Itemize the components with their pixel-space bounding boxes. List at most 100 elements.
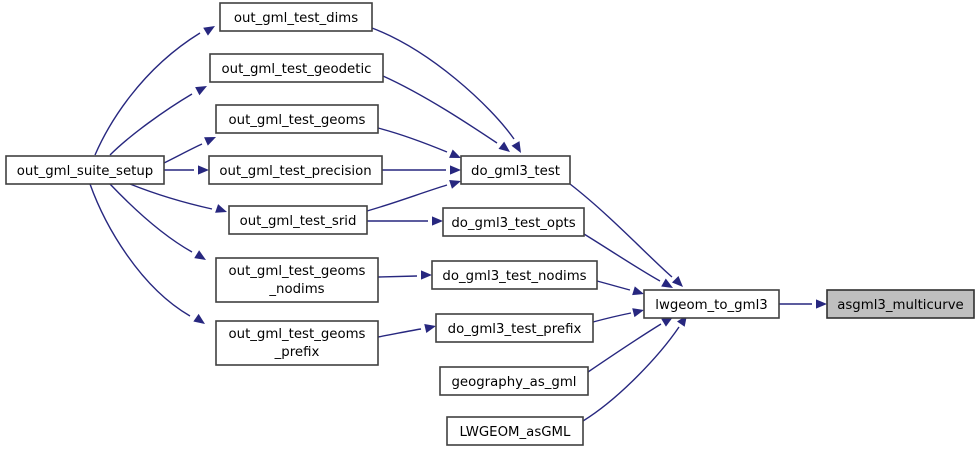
call-edge-out_gml_test_precision-to-do_gml3_test: [382, 165, 461, 175]
node-box-highlighted[interactable]: [826, 289, 975, 319]
arrowhead-icon: [432, 216, 443, 226]
edge-line: [587, 323, 662, 373]
node-box[interactable]: [228, 205, 368, 235]
node-label: out_gml_suite_setup: [17, 164, 153, 179]
edge-line: [583, 233, 661, 282]
call-edge-do_gml3_test_opts-to-lwgeom_to_gml3: [583, 233, 673, 288]
call-edge-out_gml_suite_setup-to-out_gml_test_dims: [94, 26, 215, 156]
node-box[interactable]: [460, 155, 571, 185]
arrowhead-icon: [632, 308, 644, 318]
arrowhead-icon: [450, 165, 461, 175]
node-box[interactable]: [446, 416, 584, 446]
arrowhead-icon: [421, 270, 432, 280]
arrowhead-icon: [424, 323, 436, 333]
graph-node-asgml3_multicurve[interactable]: asgml3_multicurve: [826, 289, 975, 319]
call-edge-out_gml_suite_setup-to-out_gml_test_srid: [129, 183, 227, 213]
edge-line: [163, 143, 203, 164]
node-label: do_gml3_test_prefix: [448, 322, 582, 337]
edge-line: [377, 127, 448, 153]
arrowhead-icon: [632, 286, 644, 296]
graph-node-out_gml_test_geoms[interactable]: out_gml_test_geoms: [215, 104, 379, 134]
node-label: lwgeom_to_gml3: [655, 298, 767, 313]
edge-line: [371, 27, 515, 140]
call-edge-out_gml_test_geoms_nodims-to-do_gml3_test_nodims: [377, 270, 432, 280]
graph-node-do_gml3_test[interactable]: do_gml3_test: [460, 155, 571, 185]
edge-line: [109, 183, 193, 253]
arrowhead-icon: [449, 180, 461, 189]
graph-node-do_gml3_test_nodims[interactable]: do_gml3_test_nodims: [431, 260, 598, 290]
arrowhead-icon: [195, 86, 207, 96]
graph-node-do_gml3_test_opts[interactable]: do_gml3_test_opts: [442, 207, 585, 237]
arrowhead-icon: [449, 149, 461, 158]
call-edge-out_gml_test_geoms-to-do_gml3_test: [377, 127, 461, 158]
node-label: LWGEOM_asGML: [460, 425, 571, 440]
node-box[interactable]: [215, 257, 379, 303]
node-box[interactable]: [435, 313, 594, 343]
call-edge-lwgeom_to_gml3-to-asgml3_multicurve: [779, 299, 827, 309]
graph-node-out_gml_test_srid[interactable]: out_gml_test_srid: [228, 205, 368, 235]
call-edge-out_gml_test_geoms_prefix-to-do_gml3_test_prefix: [377, 323, 436, 338]
call-edge-out_gml_test_srid-to-do_gml3_test: [366, 180, 461, 212]
node-box[interactable]: [215, 320, 379, 366]
edge-line: [592, 312, 632, 323]
graph-node-out_gml_test_geoms_prefix[interactable]: out_gml_test_geoms_prefix: [215, 320, 379, 366]
graph-node-out_gml_test_geodetic[interactable]: out_gml_test_geodetic: [209, 53, 384, 83]
arrowhead-icon: [204, 137, 216, 146]
arrowhead-icon: [203, 26, 215, 36]
call-edge-do_gml3_test_prefix-to-lwgeom_to_gml3: [592, 308, 644, 323]
edge-line: [129, 183, 213, 210]
edge-line: [569, 183, 673, 278]
arrowhead-icon: [661, 278, 673, 288]
graph-node-out_gml_test_dims[interactable]: out_gml_test_dims: [219, 2, 373, 32]
node-box[interactable]: [215, 104, 379, 134]
call-edge-out_gml_suite_setup-to-out_gml_test_geoms_nodims: [109, 183, 206, 260]
graph-node-out_gml_test_geoms_nodims[interactable]: out_gml_test_geoms _nodims: [215, 257, 379, 303]
node-box[interactable]: [431, 260, 598, 290]
edge-line: [109, 93, 193, 156]
call-edge-out_gml_suite_setup-to-out_gml_test_geoms_prefix: [89, 183, 205, 324]
node-label-line1: out_gml_test_geoms: [229, 264, 366, 279]
graph-node-out_gml_test_precision[interactable]: out_gml_test_precision: [208, 155, 383, 185]
node-label-line1: out_gml_test_geoms: [229, 327, 366, 342]
node-label: out_gml_test_dims: [234, 11, 358, 26]
edge-line: [596, 280, 631, 291]
graph-node-geography_as_gml[interactable]: geography_as_gml: [439, 366, 589, 396]
node-box[interactable]: [5, 155, 165, 185]
node-label-line2: _nodims: [268, 282, 324, 297]
node-label: geography_as_gml: [451, 375, 576, 390]
edge-line: [377, 328, 422, 338]
arrowhead-icon: [511, 141, 521, 153]
graph-node-lwgeom_to_gml3[interactable]: lwgeom_to_gml3: [643, 289, 780, 319]
call-edge-LWGEOM_asGML-to-lwgeom_to_gml3: [582, 315, 687, 422]
node-box[interactable]: [208, 155, 383, 185]
node-label: asgml3_multicurve: [837, 298, 964, 313]
edge-line: [582, 326, 680, 422]
graph-node-out_gml_suite_setup[interactable]: out_gml_suite_setup: [5, 155, 165, 185]
arrowhead-icon: [198, 165, 209, 175]
edge-line: [89, 183, 191, 317]
arrowhead-icon: [671, 275, 683, 287]
call-edge-out_gml_test_dims-to-do_gml3_test: [371, 27, 521, 153]
node-box[interactable]: [439, 366, 589, 396]
arrowhead-icon: [215, 204, 227, 213]
call-edge-out_gml_suite_setup-to-out_gml_test_geoms: [163, 137, 216, 164]
node-box[interactable]: [643, 289, 780, 319]
node-box[interactable]: [442, 207, 585, 237]
edge-line: [366, 184, 448, 212]
arrowhead-icon: [193, 313, 205, 324]
graph-node-do_gml3_test_prefix[interactable]: do_gml3_test_prefix: [435, 313, 594, 343]
call-edge-do_gml3_test_nodims-to-lwgeom_to_gml3: [596, 280, 644, 296]
graph-node-LWGEOM_asGML[interactable]: LWGEOM_asGML: [446, 416, 584, 446]
arrowhead-icon: [498, 141, 510, 152]
node-layer: out_gml_suite_setup out_gml_test_dims out_…: [5, 2, 975, 446]
edge-line: [377, 275, 418, 278]
call-edge-out_gml_suite_setup-to-out_gml_test_geodetic: [109, 86, 207, 156]
arrowhead-icon: [816, 299, 827, 309]
node-label: out_gml_test_precision: [219, 164, 371, 179]
node-box[interactable]: [209, 53, 384, 83]
node-box[interactable]: [219, 2, 373, 32]
node-label: out_gml_test_geodetic: [222, 62, 372, 77]
call-edge-out_gml_suite_setup-to-out_gml_test_precision: [164, 165, 209, 175]
